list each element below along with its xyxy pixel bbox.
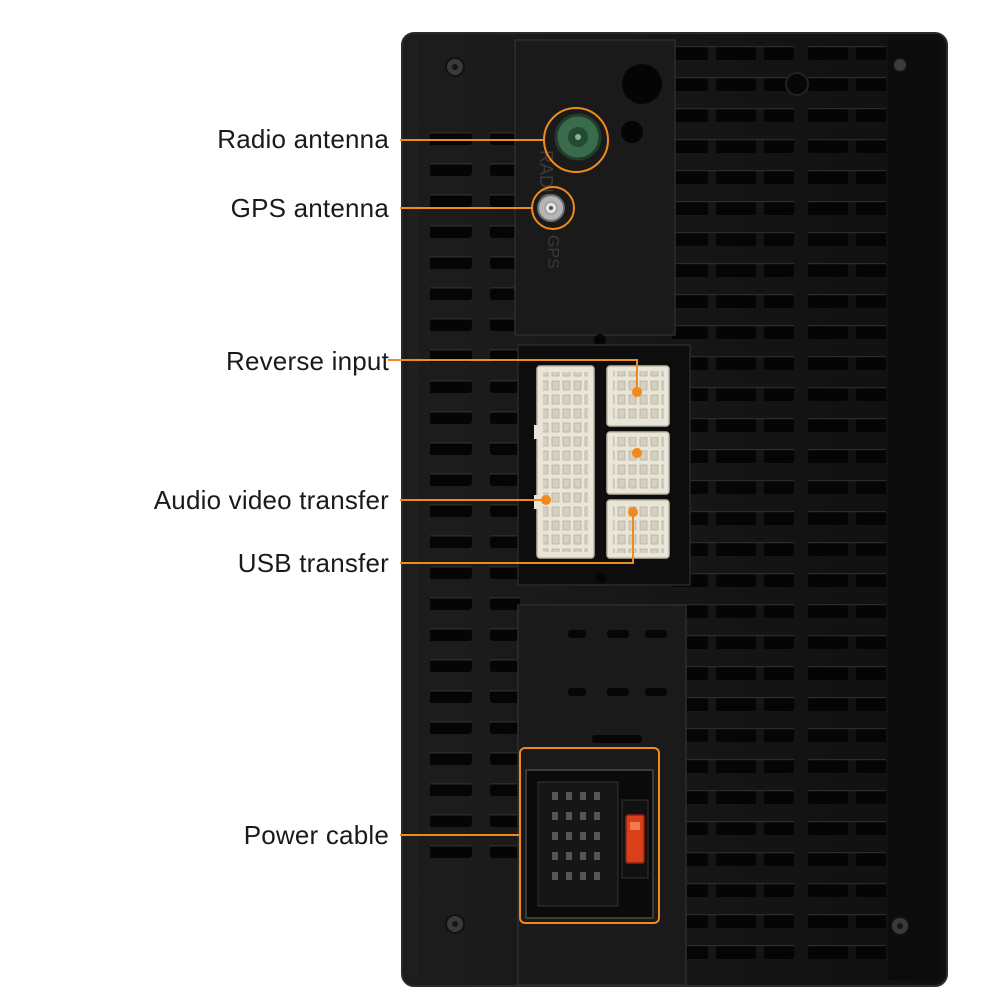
- label-usb-transfer: USB transfer: [237, 548, 389, 578]
- label-radio-antenna: Radio antenna: [217, 124, 389, 154]
- screw-icon: [445, 914, 465, 934]
- embossed-radio-text: RADIO: [536, 150, 556, 207]
- screw-icon: [445, 57, 465, 77]
- callout-dots: [541, 387, 642, 517]
- power-connector-pins: [552, 792, 600, 880]
- label-gps-antenna: GPS antenna: [230, 193, 389, 223]
- label-reverse-input: Reverse input: [225, 346, 389, 376]
- mount-hole-small: [621, 121, 643, 143]
- embossed-gps-text: GPS: [544, 235, 561, 269]
- label-power-cable: Power cable: [243, 820, 389, 850]
- screw-icon: [890, 916, 910, 936]
- right-rail: [888, 40, 940, 980]
- screw-icon: [892, 57, 908, 73]
- right-vent-grille: [672, 40, 886, 965]
- callout-lines: [388, 107, 660, 924]
- label-audio-video-transfer: Audio video transfer: [153, 485, 389, 515]
- mount-hole: [622, 64, 662, 104]
